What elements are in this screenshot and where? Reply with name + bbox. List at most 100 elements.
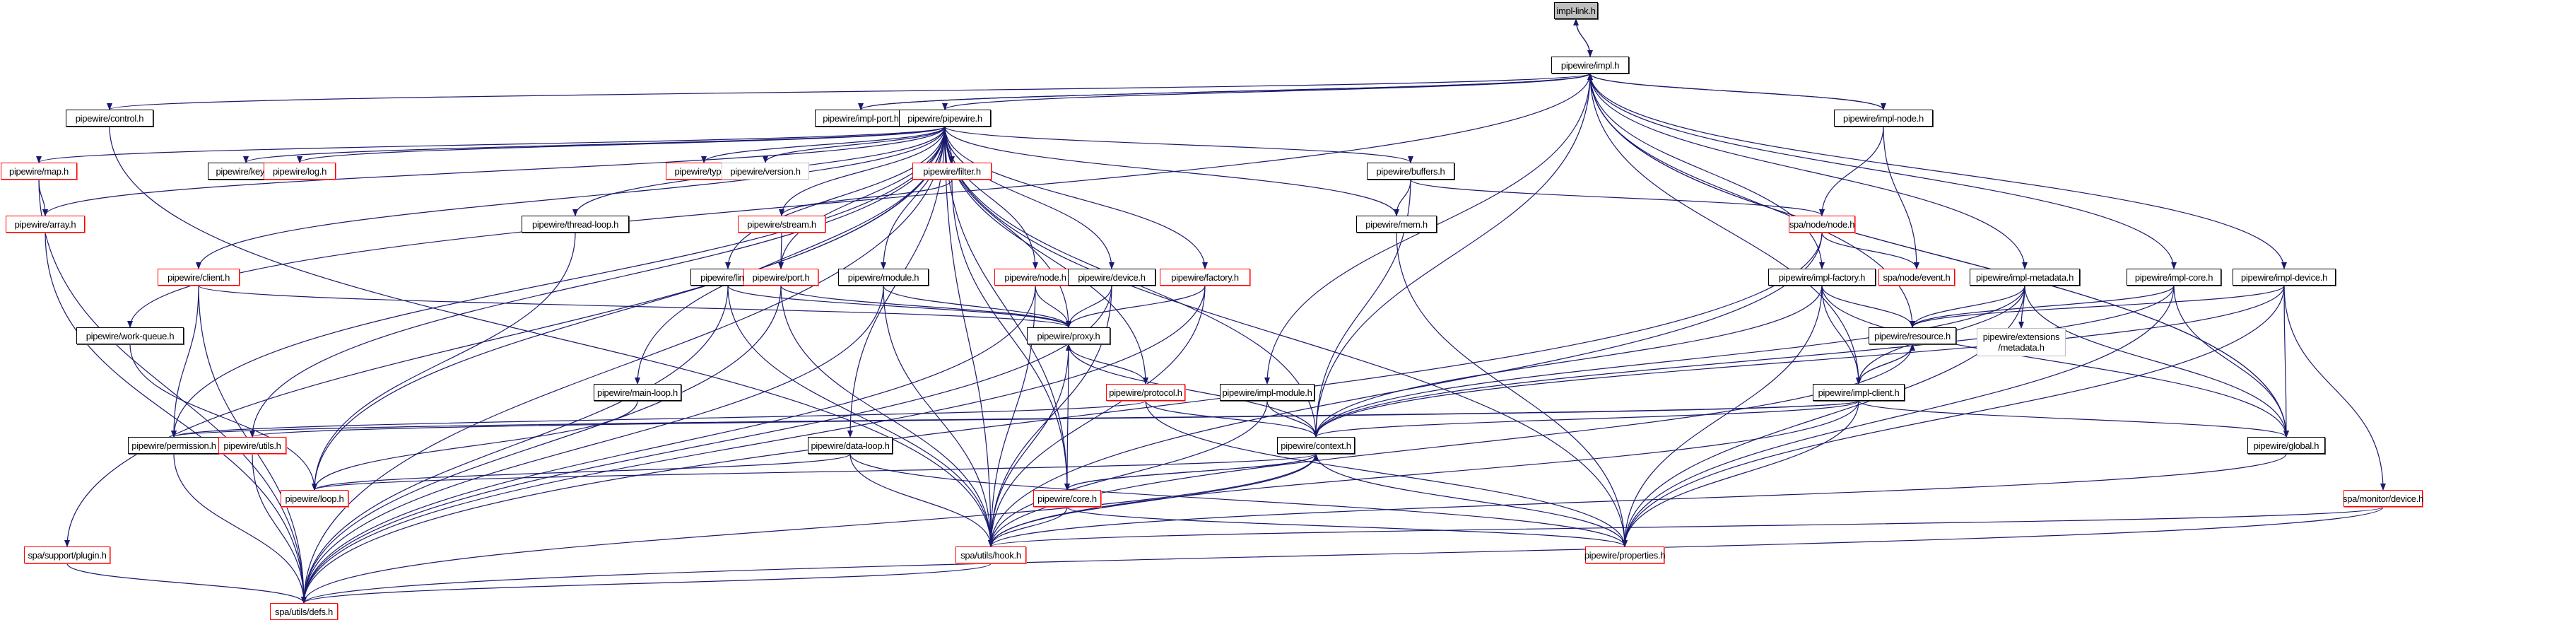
- edge-impl-client-to-resource: [1858, 344, 1915, 385]
- graph-node-client[interactable]: pipewire/client.h: [158, 269, 240, 286]
- graph-node-work-queue[interactable]: pipewire/work-queue.h: [76, 327, 184, 344]
- graph-node-context[interactable]: pipewire/context.h: [1277, 437, 1355, 454]
- graph-node-spa-device[interactable]: spa/monitor/device.h: [2343, 490, 2423, 507]
- graph-node-spa-node[interactable]: spa/node/node.h: [1789, 216, 1855, 233]
- edge-impl-core-to-properties: [1622, 285, 2175, 547]
- graph-node-properties[interactable]: pipewire/properties.h: [1584, 546, 1666, 563]
- edge-permission-to-defs: [173, 453, 307, 604]
- graph-node-proxy[interactable]: pipewire/proxy.h: [1027, 327, 1110, 344]
- graph-node-buffers[interactable]: pipewire/buffers.h: [1367, 163, 1454, 180]
- graph-node-log[interactable]: pipewire/log.h: [264, 163, 336, 180]
- edge-impl-client-to-utils: [249, 400, 1859, 438]
- graph-node-array[interactable]: pipewire/array.h: [6, 216, 85, 233]
- edge-factory-to-hook: [988, 285, 1206, 547]
- graph-node-version[interactable]: pipewire/version.h: [722, 163, 809, 180]
- graph-node-factory[interactable]: pipewire/factory.h: [1160, 269, 1250, 286]
- edge-global-to-impl: [1587, 73, 2287, 438]
- edge-mem-to-properties: [1396, 232, 1628, 547]
- graph-node-pipewire[interactable]: pipewire/pipewire.h: [899, 110, 991, 127]
- graph-node-impl-metadata[interactable]: pipewire/impl-metadata.h: [1970, 269, 2080, 286]
- graph-node-utils[interactable]: pipewire/utils.h: [218, 437, 286, 454]
- graph-node-module[interactable]: pipewire/module.h: [838, 269, 929, 286]
- edge-impl-device-to-spa-device: [2283, 285, 2386, 491]
- edge-impl-port-to-impl: [860, 73, 1593, 110]
- edge-impl-device-to-resource: [1910, 285, 2285, 328]
- edge-proxy-to-protocol: [1068, 344, 1148, 385]
- graph-node-mem[interactable]: pipewire/mem.h: [1356, 216, 1437, 233]
- edge-protocol-to-permission: [171, 400, 1146, 438]
- edge-pipewire-to-buffers: [944, 126, 1413, 163]
- edge-hook-to-defs: [301, 563, 992, 604]
- edge-port-to-proxy: [780, 285, 1071, 328]
- graph-node-device[interactable]: pipewire/device.h: [1068, 269, 1155, 286]
- graph-node-plugin[interactable]: spa/support/plugin.h: [24, 546, 110, 563]
- edge-core-to-properties: [1066, 506, 1628, 547]
- edge-work-queue-to-loop: [129, 344, 317, 491]
- edge-impl-client-to-context: [1313, 400, 1859, 438]
- graph-node-impl-link[interactable]: impl-link.h: [1554, 2, 1598, 19]
- graph-node-loop[interactable]: pipewire/loop.h: [281, 490, 348, 507]
- edge-filter-to-core: [951, 179, 1070, 491]
- edge-impl-node-to-spa-node: [1819, 126, 1884, 216]
- edge-pipewire-to-client: [196, 126, 946, 269]
- graph-node-stream[interactable]: pipewire/stream.h: [738, 216, 825, 233]
- graph-node-hook[interactable]: spa/utils/hook.h: [955, 546, 1026, 563]
- edge-client-to-proxy: [198, 285, 1071, 328]
- graph-node-ext-metadata[interactable]: pipewire/extensions /metadata.h: [1977, 328, 2066, 356]
- graph-node-main-loop[interactable]: pipewire/main-loop.h: [594, 384, 681, 401]
- edge-impl-factory-to-context: [1313, 285, 1823, 438]
- edge-context-to-hook: [988, 453, 1317, 547]
- graph-node-impl-client[interactable]: pipewire/impl-client.h: [1813, 384, 1905, 401]
- edge-impl-core-to-global: [2173, 285, 2289, 438]
- edge-impl-client-to-global: [1858, 400, 2289, 438]
- edge-module-to-defs: [301, 285, 884, 604]
- graph-node-port[interactable]: pipewire/port.h: [743, 269, 818, 286]
- edge-port-to-hook: [780, 285, 994, 547]
- edge-pipewire-to-utils: [249, 126, 946, 438]
- edge-device-to-proxy: [1066, 285, 1112, 328]
- graph-node-impl-core[interactable]: pipewire/impl-core.h: [2127, 269, 2221, 286]
- graph-node-impl-module[interactable]: pipewire/impl-module.h: [1220, 384, 1315, 401]
- edge-impl-metadata-to-global: [2024, 285, 2289, 438]
- edge-impl-node-to-spa-event: [1883, 126, 1919, 269]
- graph-node-resource[interactable]: pipewire/resource.h: [1869, 327, 1956, 344]
- edge-pipewire-to-array: [42, 126, 946, 216]
- edge-module-to-proxy: [883, 285, 1071, 328]
- edge-global-to-hook: [988, 453, 2287, 547]
- graph-node-spa-event[interactable]: spa/node/event.h: [1878, 269, 1955, 286]
- edge-node-to-defs: [301, 285, 1036, 604]
- graph-node-impl[interactable]: pipewire/impl.h: [1551, 57, 1629, 74]
- edge-impl-device-to-properties: [1622, 285, 2285, 547]
- edge-core-to-proxy: [1065, 344, 1071, 491]
- graph-node-thread-loop[interactable]: pipewire/thread-loop.h: [522, 216, 629, 233]
- graph-node-impl-device[interactable]: pipewire/impl-device.h: [2233, 269, 2336, 286]
- edge-stream-to-port: [778, 232, 784, 269]
- graph-node-protocol[interactable]: pipewire/protocol.h: [1106, 384, 1185, 401]
- edge-impl-metadata-to-context: [1313, 285, 2025, 438]
- edge-pipewire-to-device: [944, 126, 1114, 269]
- graph-node-control[interactable]: pipewire/control.h: [66, 110, 153, 127]
- graph-node-core[interactable]: pipewire/core.h: [1033, 490, 1101, 507]
- graph-node-node[interactable]: pipewire/node.h: [994, 269, 1076, 286]
- edge-buffers-to-spa-node: [1410, 179, 1825, 216]
- edge-client-to-permission: [171, 285, 199, 438]
- graph-node-impl-node[interactable]: pipewire/impl-node.h: [1834, 110, 1933, 127]
- graph-node-map[interactable]: pipewire/map.h: [1, 163, 77, 180]
- edge-pipewire-to-mem: [944, 126, 1399, 216]
- edge-pipewire-to-map: [36, 126, 946, 163]
- graph-node-data-loop[interactable]: pipewire/data-loop.h: [808, 437, 893, 454]
- edge-port-to-defs: [301, 285, 782, 604]
- edge-control-to-hook: [109, 126, 994, 547]
- edge-link-to-hook: [727, 285, 994, 547]
- graph-node-filter[interactable]: pipewire/filter.h: [912, 163, 992, 180]
- graph-node-global[interactable]: pipewire/global.h: [2247, 437, 2325, 454]
- edge-pipewire-to-type: [701, 126, 946, 163]
- graph-node-impl-factory[interactable]: pipewire/impl-factory.h: [1768, 269, 1876, 286]
- graph-node-impl-port[interactable]: pipewire/impl-port.h: [815, 110, 907, 127]
- edge-pipewire-to-defs: [301, 126, 946, 604]
- edge-pipewire-to-plugin: [64, 126, 946, 547]
- graph-node-defs[interactable]: spa/utils/defs.h: [270, 603, 338, 620]
- graph-node-permission[interactable]: pipewire/permission.h: [128, 437, 220, 454]
- edge-factory-to-defs: [301, 285, 1206, 604]
